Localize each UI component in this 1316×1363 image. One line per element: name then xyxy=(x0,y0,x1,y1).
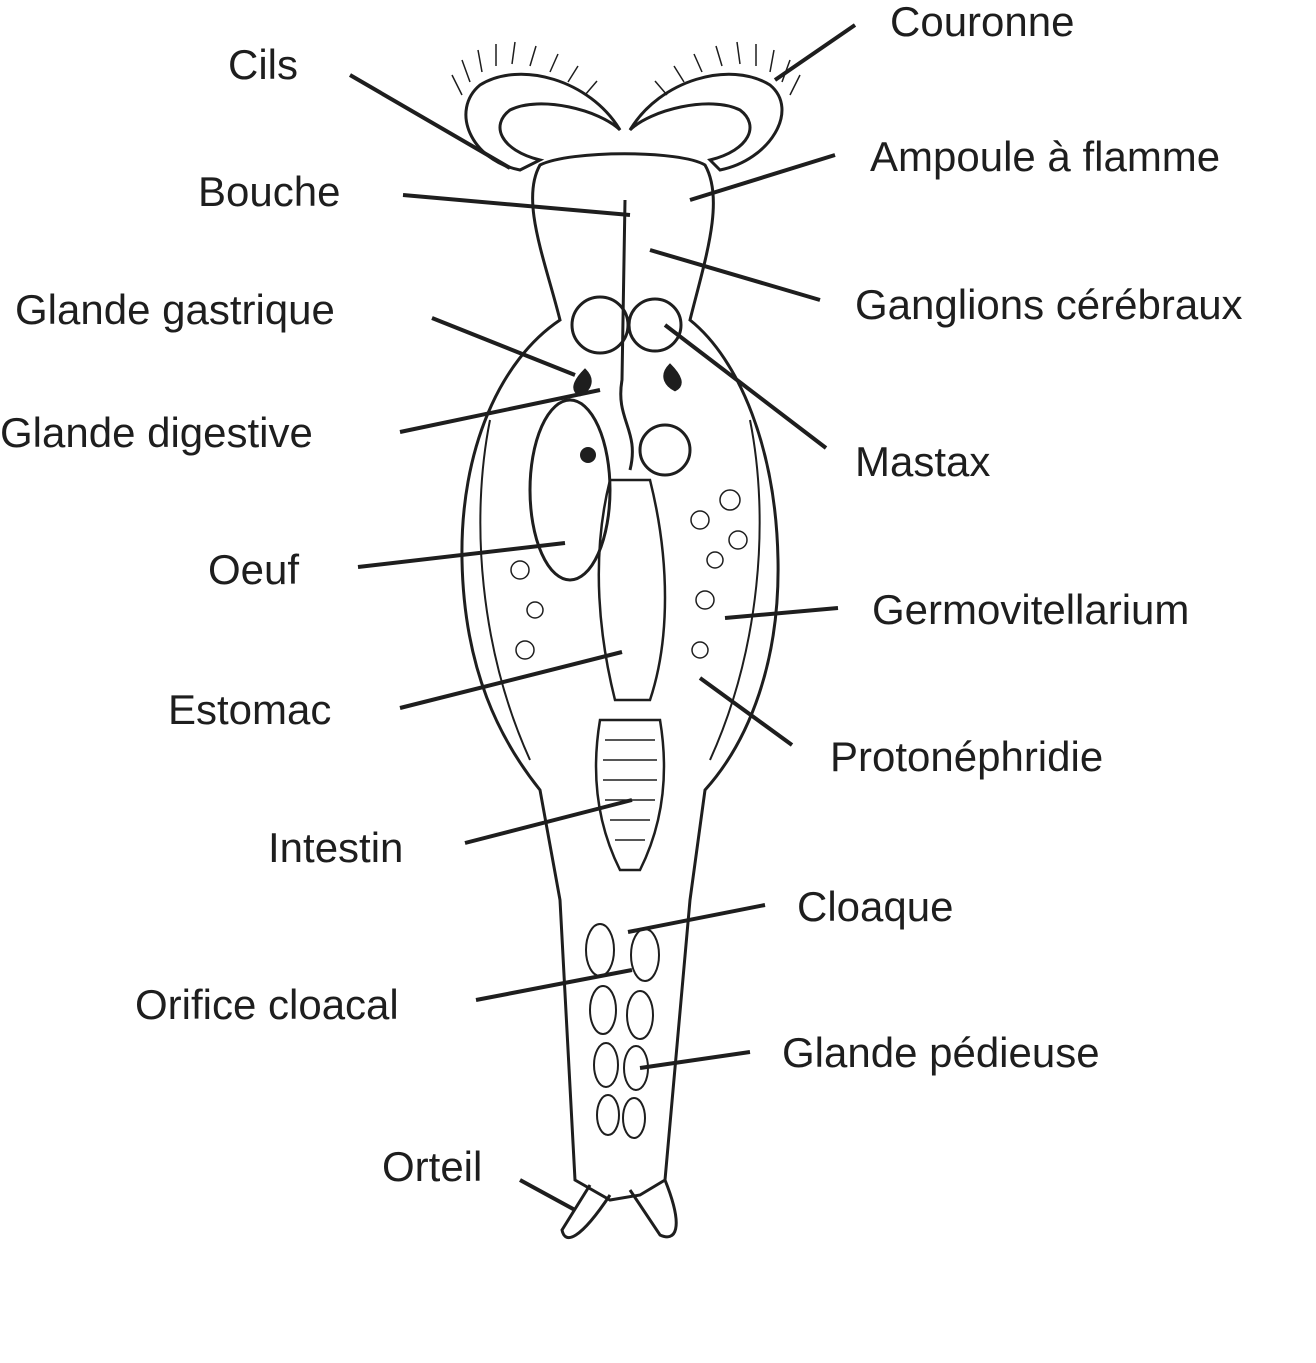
label-cils: Cils xyxy=(228,41,298,88)
corona xyxy=(451,41,801,172)
leader-ganglions xyxy=(649,248,821,302)
leader-couronne xyxy=(773,23,857,82)
egg-shape xyxy=(528,398,612,582)
leader-glande-gastrique xyxy=(431,316,576,377)
leader-mastax xyxy=(663,323,828,450)
label-intestin: Intestin xyxy=(268,824,404,871)
leader-bouche xyxy=(402,193,631,217)
leader-lines xyxy=(348,23,857,1212)
label-protonephridie: Protonéphridie xyxy=(830,733,1104,780)
body-outline xyxy=(460,152,780,1202)
intestine-shape xyxy=(594,718,666,872)
label-ampoule-a-flamme: Ampoule à flamme xyxy=(870,133,1221,180)
label-oeuf: Oeuf xyxy=(208,546,300,593)
label-glande-digestive: Glande digestive xyxy=(0,409,313,456)
label-glande-gastrique: Glande gastrique xyxy=(15,286,335,333)
leader-protonephridie xyxy=(698,676,794,747)
leader-cloaque xyxy=(627,903,766,934)
leader-intestin xyxy=(464,798,633,845)
leader-estomac xyxy=(399,650,623,710)
label-ganglions-cerebraux: Ganglions cérébraux xyxy=(855,281,1243,328)
leader-orifice-cloacal xyxy=(475,968,633,1002)
leader-oeuf xyxy=(357,541,566,569)
label-estomac: Estomac xyxy=(168,686,332,733)
pedal-glands xyxy=(585,923,660,1139)
leader-germovitellarium xyxy=(724,606,839,620)
mastax-shape xyxy=(570,295,630,355)
label-couronne: Couronne xyxy=(890,0,1075,45)
label-orifice-cloacal: Orifice cloacal xyxy=(135,981,399,1028)
leader-ampoule xyxy=(689,153,836,202)
label-glande-pedieuse: Glande pédieuse xyxy=(782,1029,1100,1076)
label-orteil: Orteil xyxy=(382,1143,483,1190)
leader-glande-pedieuse xyxy=(639,1050,751,1070)
label-cloaque: Cloaque xyxy=(797,883,954,930)
leader-glande-digestive xyxy=(399,388,601,434)
label-bouche: Bouche xyxy=(198,168,341,215)
label-germovitellarium: Germovitellarium xyxy=(872,586,1190,633)
toes xyxy=(560,1179,678,1240)
leader-orteil xyxy=(519,1178,576,1212)
stomach-shape xyxy=(597,478,667,702)
leader-cils xyxy=(348,73,512,170)
label-mastax: Mastax xyxy=(855,438,991,485)
